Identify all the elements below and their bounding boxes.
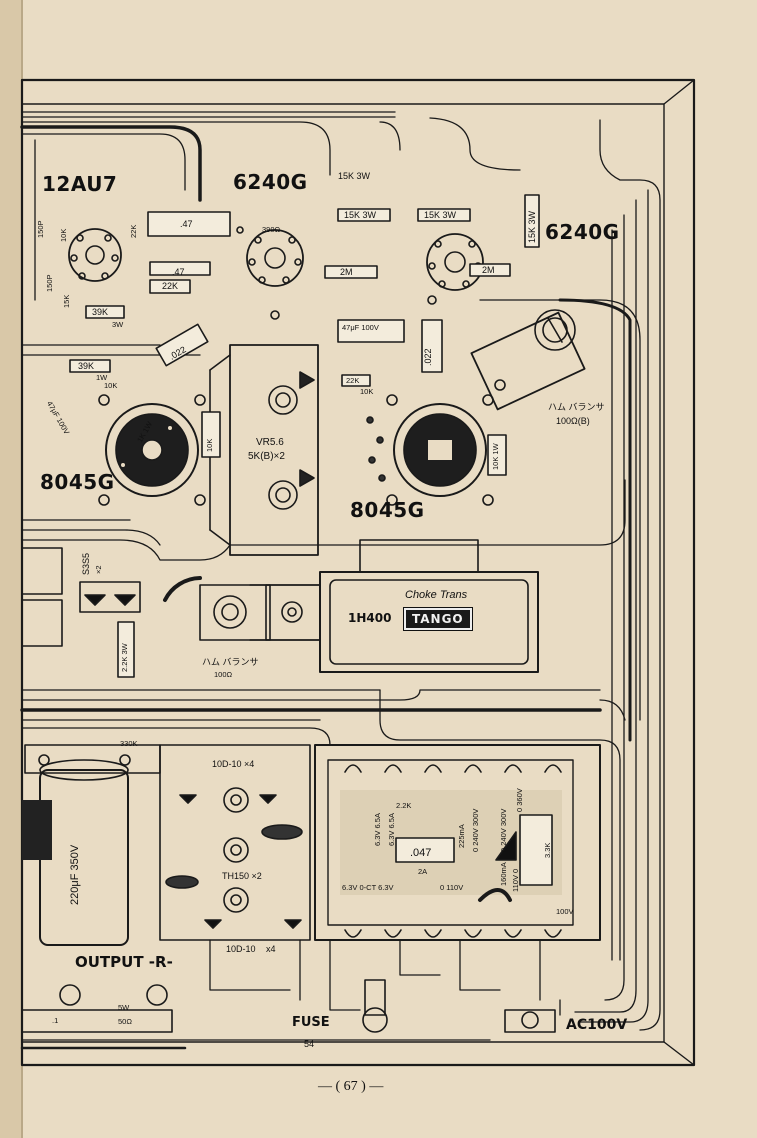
cap-047-pt-label: .047 — [410, 847, 432, 859]
r-150p-b-label: 150P — [45, 274, 54, 292]
hum-balancer-top-label: ハム バランサ — [548, 402, 605, 412]
output-terminals — [21, 979, 556, 1033]
r-2m-a-label: 2M — [340, 267, 353, 277]
r-3-3k-label: 3.3K — [543, 842, 552, 858]
hum-balancer-top-value: 100Ω(B) — [556, 416, 590, 426]
tube-8045g-right-label: 8045G — [350, 498, 425, 522]
rectifier-board — [159, 744, 311, 941]
vr-value-label: 5K(B)×2 — [248, 451, 285, 462]
socket-12au7 — [68, 228, 122, 282]
dual-potentiometer — [209, 344, 319, 556]
tube-6240g-right-label: 6240G — [545, 220, 620, 244]
transformer-label-1a: 6.3V 6.5A — [373, 813, 382, 846]
r-10k-label: 10K — [59, 228, 68, 242]
wire-bundle-middle — [20, 344, 626, 961]
diode-10d10-bottom-x4-label: x4 — [266, 944, 276, 954]
wire-bundle-lower — [20, 939, 561, 1050]
hum-balancer-bottom-label: ハム バランサ — [202, 657, 259, 667]
r-15k3w-b-label: 15K 3W — [424, 210, 457, 220]
electrolytic-capacitor — [22, 744, 161, 946]
res-50ohm-label: 50Ω — [118, 1017, 132, 1026]
choke-brand-badge: TANGO — [403, 607, 473, 631]
r-10k1w-label: 10K 1W — [491, 443, 500, 470]
socket-8045g-left — [98, 394, 206, 506]
res-01-label: .1 — [52, 1016, 59, 1025]
tube-8045g-left-label: 8045G — [40, 470, 115, 494]
diode-10d10-top-label: 10D-10 ×4 — [212, 759, 255, 769]
ac100v-label: AC100V — [566, 1017, 628, 1033]
transformer-bottom-3: 2A — [418, 867, 428, 876]
choke-title-label: Choke Trans — [405, 589, 468, 601]
r-2m-b-label: 2M — [482, 265, 495, 275]
choke-transformer — [249, 539, 539, 673]
diode-block — [21, 547, 141, 647]
fuse-num-label: 54 — [304, 1039, 315, 1049]
r-39k-b-label: 39K — [78, 361, 95, 371]
th150-label: TH150 ×2 — [222, 871, 262, 881]
r-39k-a-label: 39K — [92, 307, 109, 317]
diode-s3s5-label: S3S5 — [81, 552, 91, 575]
resistor-bodies — [69, 194, 553, 886]
r-15k3w-top-label: 15K 3W — [338, 171, 371, 181]
r-22k-b-label: 22K — [129, 224, 138, 238]
fuse-label: FUSE — [292, 1015, 330, 1030]
r-15k-label: 15K — [62, 294, 71, 308]
r-22k-c-label: 22K — [346, 376, 360, 385]
r-10k-b-label: 10K — [104, 381, 118, 390]
transformer-bottom-4: 100V — [556, 907, 574, 916]
socket-8045g-right — [366, 394, 494, 506]
r-330k-label: 330K — [120, 739, 138, 748]
transformer-label-6: 160mA — [499, 862, 508, 886]
hum-balancer-top — [470, 309, 586, 411]
r-10k-d-label: 10K — [360, 387, 374, 396]
r-1w-label: 1W — [96, 373, 108, 382]
wire-bundle-top — [20, 111, 521, 301]
transformer-label-4: 0 240V 300V — [499, 808, 508, 852]
vr-name-label: VR5.6 — [256, 437, 284, 448]
wire-bundle-right — [479, 119, 661, 1031]
socket-6240g-left — [236, 226, 304, 320]
transformer-label-7: 110V 0 — [511, 868, 520, 892]
diode-10d10-bottom-label: 10D-10 — [226, 944, 256, 954]
transformer-label-2: 225mA — [457, 824, 466, 848]
choke-value-label: 1H400 — [348, 611, 392, 625]
transformer-bottom-2: 0 110V — [440, 883, 464, 892]
cap-022-a-label: .022 — [423, 348, 433, 366]
r-390-label: 390Ω — [262, 225, 281, 234]
transformer-bottom-1: 6.3V 0-CT 6.3V — [342, 883, 394, 892]
cap-047-a-label: .47 — [180, 219, 193, 229]
transformer-label-5: 0 360V — [515, 788, 524, 812]
res-5w-label: 5W — [118, 1003, 130, 1012]
cap-047-b-label: .47 — [172, 267, 185, 277]
r-3w-label: 3W — [112, 320, 124, 329]
r-22k-a-label: 22K — [162, 281, 179, 291]
r-15k3w-vert-label: 15K 3W — [527, 210, 537, 243]
r-10k-c-label: 10K — [205, 438, 214, 452]
socket-6240g-right — [426, 233, 484, 305]
r-15k3w-a-label: 15K 3W — [344, 210, 377, 220]
paper-shade — [0, 0, 22, 1138]
hum-balancer-bottom-value: 100Ω — [214, 670, 233, 679]
diode-x2-label: ×2 — [94, 565, 103, 574]
transformer-label-1b: 6.3V 6.5A — [387, 813, 396, 846]
tube-12au7-label: 12AU7 — [42, 172, 118, 196]
r-2-2k-label: 2.2K — [396, 801, 412, 810]
r-150p-a-label: 150P — [36, 220, 45, 238]
tube-6240g-left-label: 6240G — [233, 170, 308, 194]
hum-balancer-bottom — [163, 576, 271, 641]
transformer-label-3: 0 240V 300V — [471, 808, 480, 852]
cap-47uf-a-label: 47μF 100V — [342, 323, 379, 332]
output-label: OUTPUT -R- — [75, 953, 173, 971]
r-2-2k3w-label: 2.2K 3W — [120, 643, 129, 672]
page-number: — ( 67 ) — — [318, 1079, 384, 1094]
cap-220uf-label: 220μF 350V — [69, 844, 81, 905]
